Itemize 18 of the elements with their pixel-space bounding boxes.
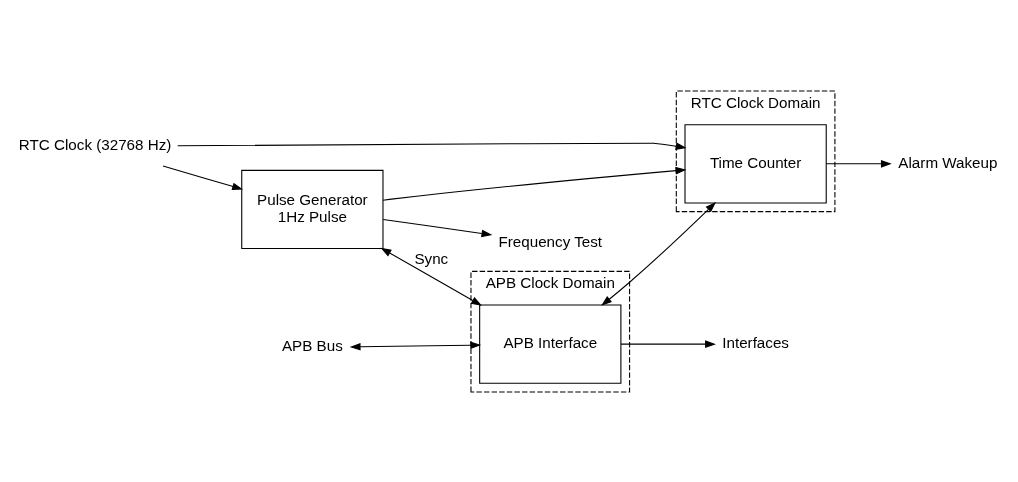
node-text: RTC Clock (32768 Hz) bbox=[18, 135, 172, 153]
arrow bbox=[382, 166, 687, 201]
arrow bbox=[349, 340, 482, 351]
arrow bbox=[601, 201, 717, 306]
arrow bbox=[162, 165, 244, 190]
node-text: Interfaces bbox=[722, 333, 789, 351]
node-text: Alarm Wakeup bbox=[898, 153, 998, 171]
node-text: APB Bus bbox=[281, 336, 343, 354]
arrow bbox=[825, 159, 892, 168]
arrow bbox=[380, 247, 482, 306]
node-box: Time Counter bbox=[684, 123, 827, 203]
edge-label: Sync bbox=[414, 249, 449, 267]
node-box: APB Interface bbox=[479, 304, 622, 384]
arrow bbox=[177, 141, 687, 150]
arrow bbox=[382, 218, 493, 237]
node-box: Pulse Generator 1Hz Pulse bbox=[241, 169, 384, 249]
arrow bbox=[620, 339, 716, 348]
node-text: Frequency Test bbox=[498, 232, 603, 250]
